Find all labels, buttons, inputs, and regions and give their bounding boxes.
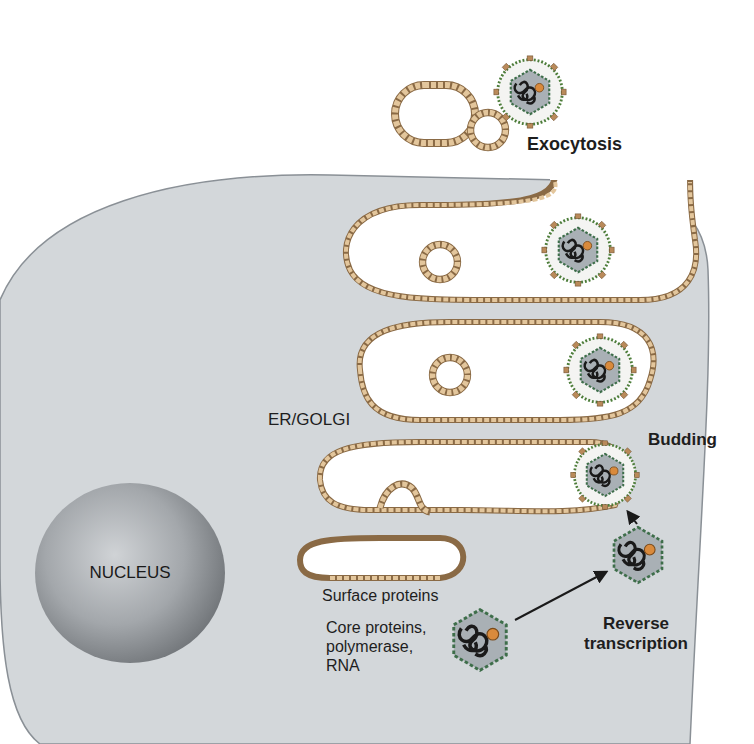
nucleus-circle: NUCLEUS <box>35 483 225 663</box>
annotation-label: Surface proteins <box>322 586 439 605</box>
annotation-label: Core proteins, polymerase, RNA <box>326 618 444 676</box>
process-arrows <box>515 512 637 620</box>
annotation-label: Reverse transcription <box>578 614 694 655</box>
annotation-label: ER/GOLGI <box>268 410 350 430</box>
annotation-label: Budding <box>648 430 717 450</box>
hbv-particles <box>395 56 662 670</box>
er-golgi-lumens <box>300 150 696 578</box>
node-label: NUCLEUS <box>89 563 170 583</box>
annotation-label: Exocytosis <box>527 134 622 156</box>
